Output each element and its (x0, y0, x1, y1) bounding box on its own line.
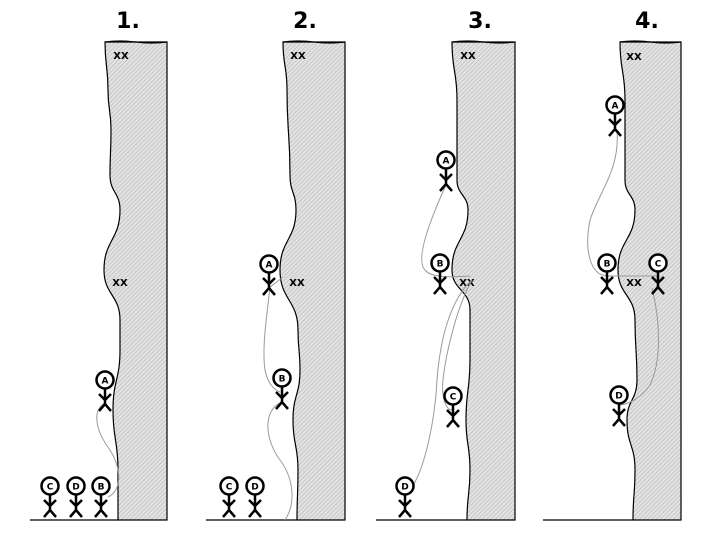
climber-head (597, 253, 617, 273)
rope-line (96, 402, 120, 498)
climber-b: B (597, 253, 617, 295)
climber-head (443, 386, 463, 406)
climber-head (40, 476, 60, 496)
climber-body (69, 495, 83, 518)
rope-line (421, 184, 471, 278)
anchor-label: XX (289, 278, 305, 289)
climber-body (612, 404, 626, 427)
climber-body (608, 114, 622, 137)
climber-c: C (648, 253, 668, 295)
rope-line (409, 279, 473, 491)
panel-title: 2. (293, 9, 317, 34)
climber-d: D (66, 476, 86, 518)
cliff-face (103, 41, 168, 521)
climber-label: A (612, 102, 619, 112)
climber-label: B (604, 260, 611, 270)
climber-b: B (91, 476, 111, 518)
climber-d: D (609, 385, 629, 427)
climber-label: B (437, 260, 444, 270)
climber-head (436, 150, 456, 170)
climber-a: A (259, 254, 279, 296)
rope-line (442, 279, 473, 411)
climber-body (446, 405, 460, 428)
climber-head (605, 95, 625, 115)
climber-d: D (245, 476, 265, 518)
panel-1: 1. XX XX A C D B (30, 9, 168, 521)
climber-a: A (605, 95, 625, 137)
panel-3: 3. XX XX A B C D (376, 9, 516, 521)
climber-c: C (40, 476, 60, 518)
anchor-label: XX (626, 52, 642, 63)
climber-label: D (615, 392, 622, 402)
climber-body (248, 495, 262, 518)
cliff-face (451, 41, 516, 521)
climber-body (94, 495, 108, 518)
climber-body (262, 273, 276, 296)
cliff-top (619, 40, 682, 44)
climber-label: D (251, 483, 258, 493)
climber-head (648, 253, 668, 273)
climber-head (95, 370, 115, 390)
rope-line (587, 129, 657, 277)
cliff-top (282, 40, 346, 44)
climber-label: C (655, 260, 662, 270)
anchor-label: XX (113, 51, 129, 62)
climber-b: B (272, 368, 292, 410)
climber-body (433, 272, 447, 295)
climber-label: D (401, 483, 408, 493)
climber-label: D (72, 483, 79, 493)
anchor-label: XX (290, 51, 306, 62)
climber-body (275, 387, 289, 410)
climber-body (43, 495, 57, 518)
climber-a: A (436, 150, 456, 192)
climber-head (272, 368, 292, 388)
cliff-face (279, 41, 346, 521)
panel-4: 4. XX XX A B C D (543, 9, 682, 521)
climber-c: C (443, 386, 463, 428)
climber-body (98, 389, 112, 412)
climber-body (222, 495, 236, 518)
climber-label: B (98, 483, 105, 493)
climber-head (395, 476, 415, 496)
climber-head (259, 254, 279, 274)
anchor-label: XX (459, 278, 475, 289)
climber-label: C (226, 483, 233, 493)
climber-label: A (102, 377, 109, 387)
anchor-label: XX (626, 278, 642, 289)
climber-head (66, 476, 86, 496)
climber-head (91, 476, 111, 496)
rope-line (267, 401, 293, 521)
anchor-label: XX (460, 51, 476, 62)
climber-label: A (266, 261, 273, 271)
panel-title: 3. (468, 9, 492, 34)
rope-line (263, 276, 284, 393)
climber-head (245, 476, 265, 496)
climber-b: B (430, 253, 450, 295)
climber-d: D (395, 476, 415, 518)
climber-label: C (450, 393, 457, 403)
climber-head (430, 253, 450, 273)
climber-c: C (219, 476, 239, 518)
climber-label: B (279, 375, 286, 385)
climber-body (651, 272, 665, 295)
climber-head (219, 476, 239, 496)
panel-title: 1. (116, 9, 140, 34)
climber-body (398, 495, 412, 518)
anchor-label: XX (112, 278, 128, 289)
panel-title: 4. (635, 9, 659, 34)
cliff-top (451, 40, 516, 44)
climber-label: C (47, 483, 54, 493)
climber-head (609, 385, 629, 405)
climber-body (439, 169, 453, 192)
climber-a: A (95, 370, 115, 412)
rope-line (618, 287, 659, 406)
climber-label: A (443, 157, 450, 167)
cliff-top (104, 40, 168, 44)
climber-body (600, 272, 614, 295)
panel-2: 2. XX XX A B C D (206, 9, 346, 521)
